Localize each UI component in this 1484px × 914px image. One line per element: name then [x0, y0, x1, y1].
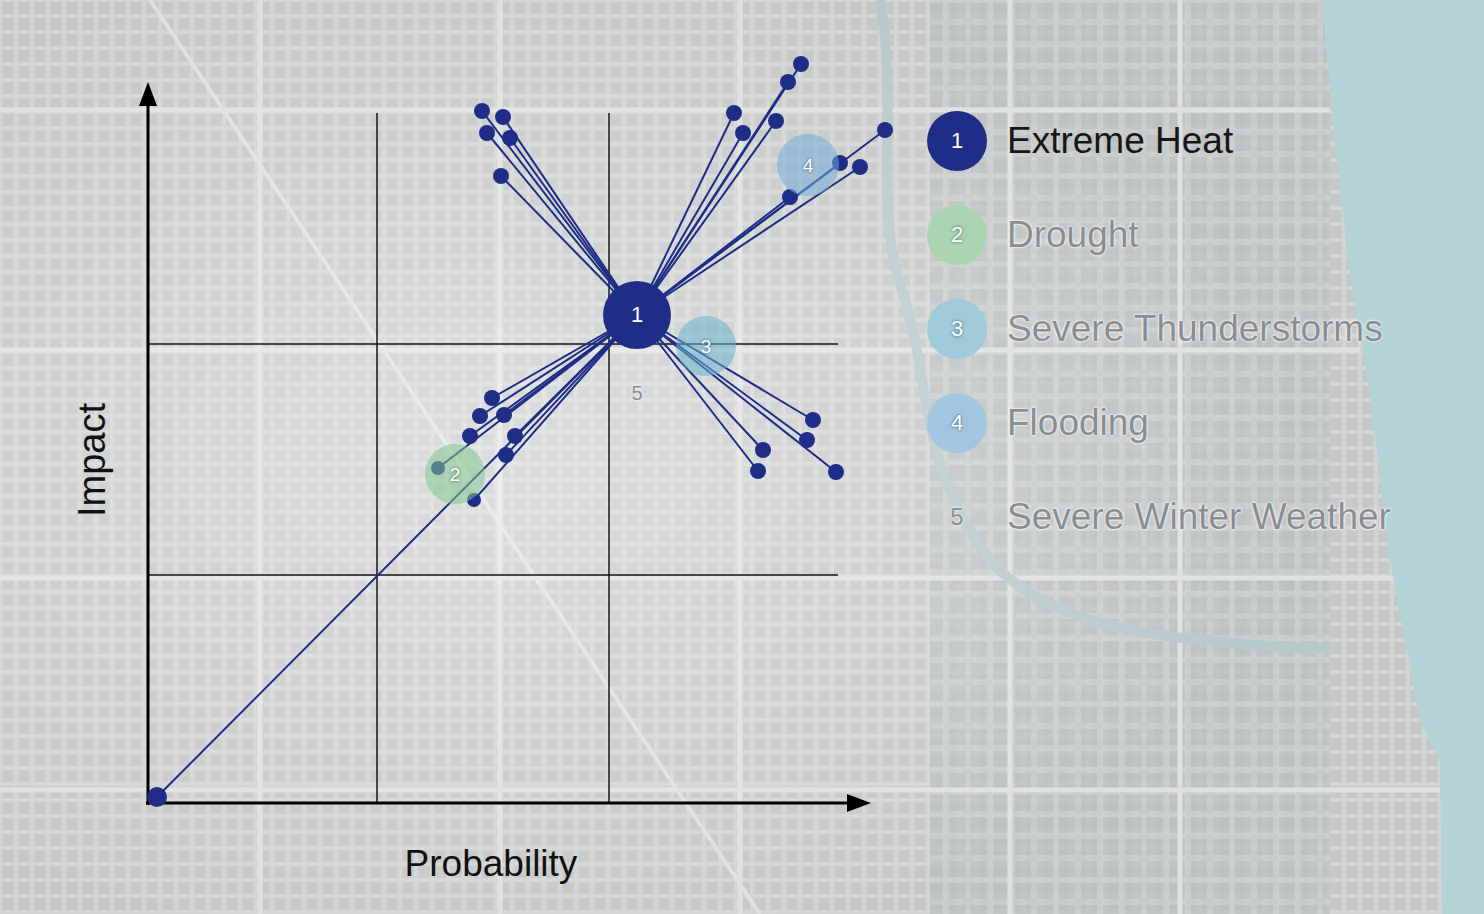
assessment-dot	[793, 56, 809, 72]
legend-number: 1	[951, 129, 963, 153]
spoke-line	[474, 315, 637, 500]
assessment-dot	[805, 412, 821, 428]
assessment-dot	[484, 390, 500, 406]
assessment-dot	[462, 428, 478, 444]
assessment-dot	[780, 74, 796, 90]
axis-arrowhead	[847, 794, 871, 812]
legend-label: Extreme Heat	[1007, 121, 1233, 162]
grid-lines	[148, 113, 838, 803]
assessment-dot	[472, 408, 488, 424]
spoke-line	[503, 117, 637, 315]
x-axis	[146, 802, 852, 805]
risk-circle: 2	[425, 444, 485, 504]
assessment-spokes	[157, 64, 885, 797]
y-axis	[147, 100, 150, 805]
assessment-dot	[496, 407, 512, 423]
grid-line	[376, 113, 378, 803]
risk-number: 3	[701, 337, 712, 356]
risk-number: 1	[631, 304, 643, 326]
spoke-line	[438, 315, 637, 468]
legend-number: 5	[950, 504, 963, 530]
spoke-line	[637, 315, 836, 472]
assessment-dot	[735, 125, 751, 141]
assessment-dot	[755, 442, 771, 458]
assessment-dot	[852, 159, 868, 175]
legend-number: 3	[951, 317, 963, 341]
assessment-dot	[498, 447, 514, 463]
origin-dot	[147, 787, 167, 807]
spoke-line	[637, 121, 776, 315]
legend-number: 4	[951, 411, 963, 435]
legend-label: Flooding	[1007, 403, 1149, 444]
spoke-line	[157, 315, 637, 797]
spoke-line	[637, 82, 788, 315]
assessment-dot	[479, 125, 495, 141]
spoke-line	[637, 130, 885, 315]
assessment-dot	[502, 130, 518, 146]
legend-number: 2	[951, 223, 963, 247]
risk-number: 2	[450, 465, 461, 484]
grid-line	[608, 113, 610, 803]
risk-circle: 1	[603, 281, 671, 349]
spoke-line	[482, 111, 637, 315]
assessment-dot	[828, 464, 844, 480]
assessment-dot	[877, 122, 893, 138]
legend-label: Severe Winter Weather	[1007, 497, 1391, 538]
risk-circle: 3	[676, 316, 736, 376]
assessment-dot	[750, 463, 766, 479]
risk-number: 4	[803, 156, 814, 175]
grid-line	[148, 574, 838, 576]
axis-title: Probability	[405, 844, 578, 885]
spoke-line	[637, 64, 801, 315]
axes	[139, 82, 871, 812]
axis-arrowhead	[139, 82, 157, 106]
assessment-dots	[147, 56, 893, 807]
assessment-dot	[768, 113, 784, 129]
assessment-dot	[495, 109, 511, 125]
legend-label: Drought	[1007, 215, 1139, 256]
assessment-dot	[799, 432, 815, 448]
assessment-dot	[507, 428, 523, 444]
assessment-dot	[726, 105, 742, 121]
axis-title: Impact	[72, 403, 114, 517]
risk-circle: 4	[777, 134, 839, 196]
callout-number: 5	[631, 382, 642, 404]
assessment-dot	[474, 103, 490, 119]
assessment-dot	[493, 168, 509, 184]
legend-label: Severe Thunderstorms	[1007, 309, 1383, 350]
